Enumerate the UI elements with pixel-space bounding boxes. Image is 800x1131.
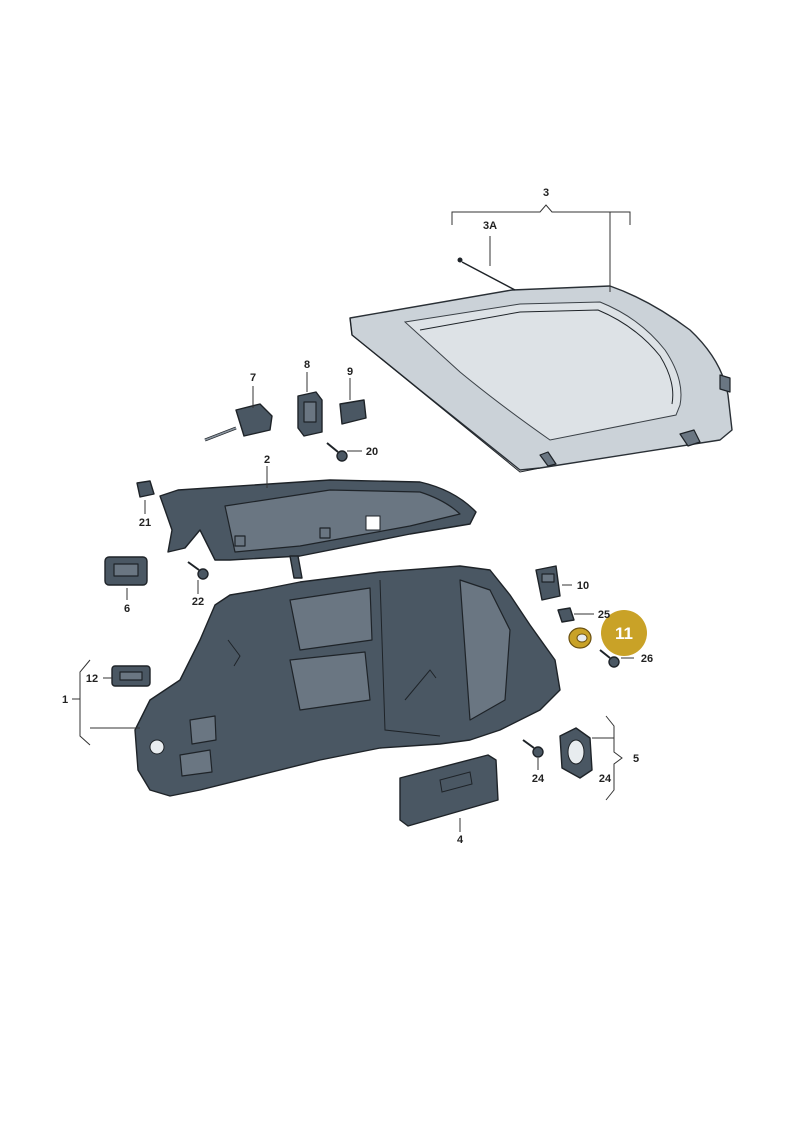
part-4-cover[interactable] — [399, 754, 499, 827]
callout-26[interactable]: 26 — [641, 653, 653, 665]
part-1-side-trim-panel[interactable] — [134, 565, 561, 797]
callout-12[interactable]: 12 — [86, 673, 98, 685]
callout-2[interactable]: 2 — [264, 454, 270, 466]
part-7-lamp[interactable] — [204, 403, 273, 442]
callout-10[interactable]: 10 — [577, 580, 589, 592]
callout-7[interactable]: 7 — [250, 372, 256, 384]
part-8-catch[interactable] — [297, 391, 323, 437]
part-9-bush[interactable] — [339, 399, 367, 425]
callout-1[interactable]: 1 — [62, 694, 68, 706]
callout-8[interactable]: 8 — [304, 359, 310, 371]
callout-11[interactable]: 11 — [615, 624, 633, 643]
part-6-handle[interactable] — [104, 556, 148, 586]
leader-lines — [72, 204, 634, 832]
part-21-clip[interactable] — [136, 480, 155, 498]
callout-24-right[interactable]: 24 — [599, 773, 612, 785]
callout-9[interactable]: 9 — [347, 366, 353, 378]
callout-6[interactable]: 6 — [124, 603, 130, 615]
part-11-fastener[interactable] — [568, 627, 592, 649]
part-24-screw[interactable] — [522, 739, 544, 758]
part-3-cover-panel[interactable] — [349, 285, 733, 473]
part-3a-strap[interactable] — [457, 257, 516, 291]
part-26-screw[interactable] — [599, 649, 620, 668]
part-5-holder[interactable] — [559, 727, 593, 779]
part-2-upper-side-trim[interactable] — [159, 479, 477, 579]
callout-20[interactable]: 20 — [366, 446, 378, 458]
part-10-clip[interactable] — [535, 565, 561, 601]
part-22-screw[interactable] — [187, 561, 209, 580]
callout-5[interactable]: 5 — [633, 753, 639, 765]
part-20-screw[interactable] — [326, 442, 348, 462]
part-11-highlight-badge[interactable]: 11 — [601, 610, 647, 656]
callout-3a[interactable]: 3A — [483, 220, 497, 232]
callout-24-left[interactable]: 24 — [532, 773, 545, 785]
callout-22[interactable]: 22 — [192, 596, 204, 608]
callout-3[interactable]: 3 — [543, 187, 549, 199]
part-25-clip[interactable] — [557, 607, 575, 623]
callout-21[interactable]: 21 — [139, 517, 151, 529]
part-12-plug[interactable] — [111, 665, 151, 687]
callout-4[interactable]: 4 — [457, 834, 464, 846]
callout-25[interactable]: 25 — [598, 609, 610, 621]
